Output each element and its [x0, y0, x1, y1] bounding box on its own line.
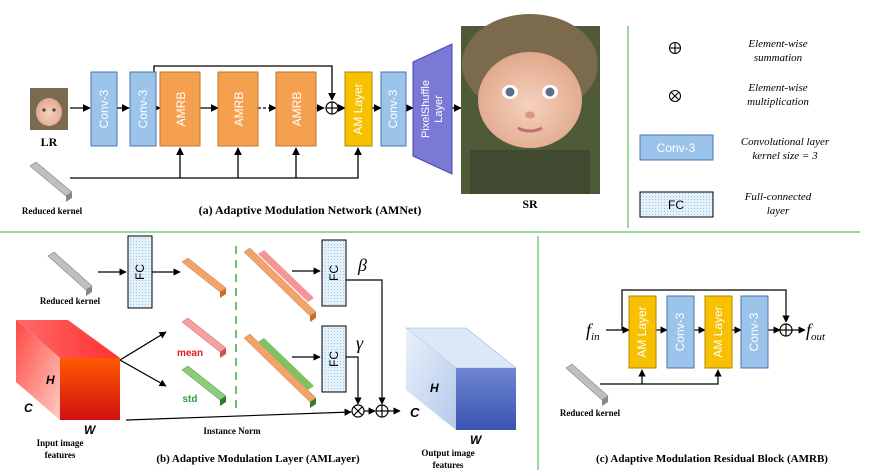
legend-conv-text-1: Convolutional layer	[741, 136, 830, 148]
b-mean-vector	[181, 317, 227, 358]
sr-image	[461, 14, 600, 194]
amrb-block-1: AMRB	[159, 71, 201, 147]
legend-fc-box: FC	[639, 191, 714, 218]
amrb-amlayer-1: AM Layer	[628, 295, 657, 369]
input-C: C	[24, 401, 33, 415]
amrb-amlayer-1-label: AM Layer	[635, 306, 649, 357]
conv-2-label: Conv-3	[136, 89, 150, 128]
legend-fc-label: FC	[668, 198, 684, 212]
amrb-2-label: AMRB	[232, 92, 246, 127]
top-reduced-kernel-bar	[29, 161, 73, 202]
amnet-conv-1: Conv-3	[90, 71, 118, 147]
c-reduced-kernel-label: Reduced kernel	[560, 408, 621, 418]
b-fc-beta-label: FC	[327, 265, 341, 281]
b-orange-vector-1	[181, 257, 227, 298]
amnet-conv-3: Conv-3	[380, 71, 407, 147]
amrb-3-label: AMRB	[290, 92, 304, 127]
amlayer-arrows	[98, 267, 401, 421]
legend-mul-text-2: multiplication	[747, 96, 809, 108]
legend-fc-text-2: layer	[767, 205, 790, 217]
legend-sum-icon	[668, 41, 682, 55]
output-H: H	[430, 381, 439, 395]
b-mul-node	[351, 404, 365, 418]
b-reduced-kernel-bar	[47, 251, 93, 296]
lr-label: LR	[41, 135, 58, 149]
sr-label: SR	[522, 197, 538, 211]
amnet-arrows	[70, 65, 462, 179]
b-fc-1-label: FC	[133, 264, 147, 280]
amlayer-label: AM Layer	[351, 83, 365, 134]
legend-mul-text-1: Element-wise	[747, 82, 807, 94]
amrb-conv-1-label: Conv-3	[673, 312, 687, 351]
amrb-amlayer-2: AM Layer	[704, 295, 733, 369]
amrb-caption: (c) Adaptive Modulation Residual Block (…	[596, 453, 828, 465]
amnet-conv-2: Conv-3	[129, 71, 157, 147]
amrb-amlayer-2-label: AM Layer	[711, 306, 725, 357]
b-reduced-kernel-label: Reduced kernel	[40, 296, 101, 306]
legend-conv-text-2: kernel size = 3	[752, 150, 818, 162]
output-label-1: Output image	[421, 448, 474, 458]
b-beta-stack	[243, 247, 317, 322]
amrb-conv-2: Conv-3	[740, 295, 769, 369]
legend-sum-text-2: summation	[754, 52, 803, 64]
input-W: W	[84, 423, 97, 437]
lr-image	[30, 88, 68, 130]
b-gamma-stack	[243, 333, 317, 408]
legend-mul-icon	[668, 89, 682, 103]
amnet-amlayer: AM Layer	[344, 71, 373, 147]
input-label-1: Input image	[37, 438, 84, 448]
std-label: std	[183, 394, 198, 405]
output-label-2: features	[433, 460, 464, 470]
conv-1-label: Conv-3	[97, 89, 111, 128]
legend-conv-label: Conv-3	[657, 141, 696, 155]
conv-3-label: Conv-3	[386, 89, 400, 128]
b-fc-box-beta: FC	[321, 239, 347, 307]
legend-conv-box: Conv-3	[639, 134, 714, 161]
pixelshuffle-label: PixelShuffleLayer	[420, 80, 445, 138]
amnet-sum-node	[325, 101, 339, 115]
legend-fc-text-1: Full-connected	[744, 191, 812, 203]
amnet-caption: (a) Adaptive Modulation Network (AMNet)	[199, 203, 422, 217]
legend-sum-text-1: Element-wise	[747, 38, 807, 50]
f-in-label: fin	[586, 320, 600, 343]
input-label-2: features	[45, 450, 76, 460]
top-reduced-kernel-label: Reduced kernel	[22, 206, 83, 216]
amrb-1-label: AMRB	[174, 92, 188, 127]
b-fc-box-gamma: FC	[321, 325, 347, 393]
mean-label: mean	[177, 348, 203, 359]
b-fc-box-1: FC	[127, 235, 153, 309]
amrb-sum-node	[779, 323, 793, 337]
pixelshuffle-word2: Layer	[433, 95, 445, 123]
f-in-sub: in	[591, 331, 600, 343]
b-sum-node	[375, 404, 389, 418]
amrb-conv-2-label: Conv-3	[747, 312, 761, 351]
amrb-block-3: AMRB	[275, 71, 317, 147]
output-W: W	[470, 433, 483, 447]
amlayer-caption: (b) Adaptive Modulation Layer (AMLayer)	[156, 453, 360, 465]
gamma-symbol: γ	[356, 333, 364, 353]
amrb-block-2: AMRB	[217, 71, 259, 147]
b-fc-gamma-label: FC	[327, 351, 341, 367]
instance-norm-label: Instance Norm	[203, 426, 261, 436]
f-out-base: f	[806, 320, 814, 340]
beta-symbol: β	[357, 255, 367, 275]
c-reduced-kernel-bar	[565, 363, 609, 406]
pixelshuffle-layer: PixelShuffleLayer	[412, 43, 453, 175]
f-in-base: f	[586, 320, 594, 340]
output-C-arrow-label: C	[410, 405, 420, 420]
pixelshuffle-word1: PixelShuffle	[420, 80, 432, 138]
input-H: H	[46, 373, 55, 387]
f-out-sub: out	[811, 331, 826, 343]
amrb-arrows	[600, 289, 806, 385]
amrb-conv-1: Conv-3	[666, 295, 695, 369]
b-std-vector	[181, 365, 227, 406]
f-out-label: fout	[806, 320, 826, 343]
output-feature-cube	[405, 327, 517, 430]
input-feature-cube	[16, 320, 120, 420]
